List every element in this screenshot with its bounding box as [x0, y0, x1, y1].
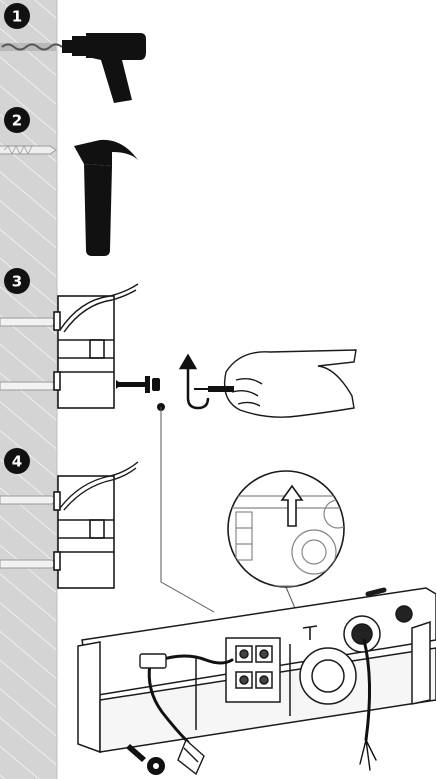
terminal-block	[225, 637, 281, 703]
wire-clamp	[139, 653, 167, 669]
box-cables	[147, 638, 377, 771]
cable	[59, 283, 139, 333]
svg-text:4: 4	[12, 453, 22, 471]
cable-gland	[299, 615, 381, 705]
step-3-badge: 3	[4, 268, 30, 294]
wall-box-side-step-4	[53, 475, 115, 589]
step-2-badge: 2	[4, 107, 30, 133]
leader-line	[160, 407, 215, 613]
wall-plug	[0, 145, 57, 155]
cable-step-4	[59, 461, 139, 511]
step-4-badge: 4	[4, 448, 30, 474]
loose-screw-icon	[126, 744, 165, 775]
drill-icon	[62, 33, 146, 103]
rotation-arrow-icon	[178, 353, 210, 410]
wall-plugs	[0, 317, 59, 391]
svg-text:3: 3	[12, 273, 22, 291]
step-3: 3	[0, 268, 357, 418]
step-2: 2	[0, 107, 138, 256]
svg-text:2: 2	[12, 112, 22, 130]
drill-hole	[0, 43, 63, 51]
wall-box-side	[53, 295, 115, 409]
screw	[116, 376, 160, 393]
step-1-badge: 1	[4, 3, 30, 29]
rj45-connector-icon	[177, 738, 205, 776]
hammer-icon	[74, 139, 138, 256]
svg-text:1: 1	[12, 8, 22, 26]
screwdriver-hand-icon	[194, 349, 357, 418]
open-wall-box	[77, 587, 436, 754]
step-1: 1	[0, 3, 146, 103]
magnifier-inset	[227, 470, 345, 621]
up-arrow-icon	[280, 484, 304, 527]
step-4: 4	[0, 448, 139, 589]
